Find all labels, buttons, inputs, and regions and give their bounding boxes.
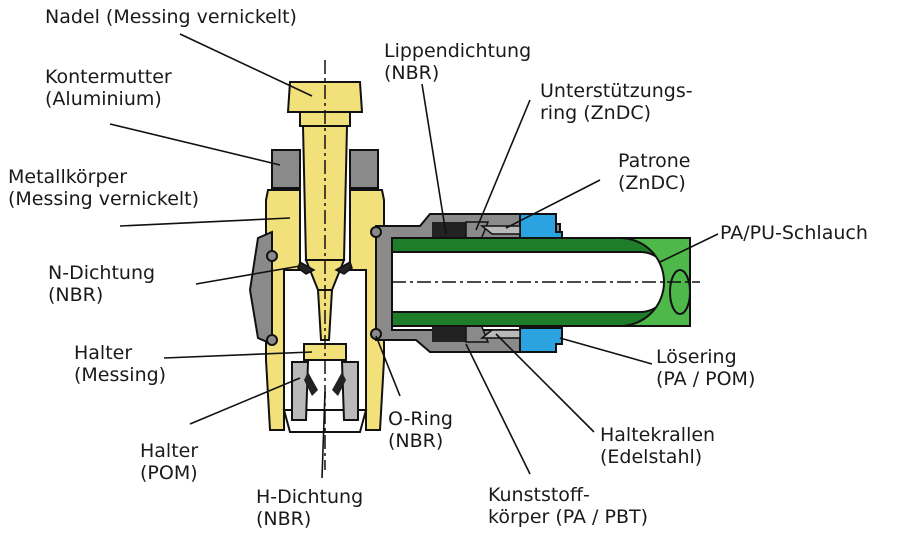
- needle-shaft: [301, 125, 349, 341]
- label-metallkoerper-line2: (Messing vernickelt): [8, 188, 200, 210]
- left-grey-bracket: [248, 230, 278, 346]
- h-seal: [304, 372, 346, 396]
- leader-o-ring: [375, 335, 401, 397]
- label-loesering-line1: Lösering: [656, 346, 737, 368]
- leader-nadel: [179, 33, 313, 97]
- leader-kunststoffkoerper: [465, 343, 531, 475]
- label-patrone-line2: (ZnDC): [618, 172, 686, 194]
- label-lippendichtung: Lippendichtung (NBR): [384, 40, 531, 84]
- label-o-ring-line2: (NBR): [388, 430, 444, 452]
- label-halter-pom-line2: (POM): [140, 462, 198, 484]
- label-metallkoerper: Metallkörper (Messing vernickelt): [8, 166, 199, 210]
- leader-halter-pom: [189, 377, 301, 425]
- lock-nut: [271, 149, 379, 189]
- leader-unterstuetzungsring: [475, 99, 531, 231]
- label-halter-pom: Halter (POM): [140, 440, 198, 484]
- label-o-ring-line1: O-Ring: [388, 408, 453, 430]
- label-halter-pom-line1: Halter: [140, 440, 199, 462]
- label-kunststoffkoerper: Kunststoff- körper (PA / PBT): [488, 484, 648, 528]
- leader-kontermutter: [109, 123, 281, 166]
- leader-patrone: [505, 179, 601, 229]
- label-loesering: Lösering (PA / POM): [656, 346, 755, 390]
- label-unterstuetzungsring-line1: Unterstützungs-: [540, 80, 693, 102]
- leader-halter-messing: [163, 351, 313, 359]
- label-nadel-line1: Nadel (Messing vernickelt): [45, 6, 297, 28]
- holder-pom: [291, 361, 359, 421]
- label-kontermutter: Kontermutter (Aluminium): [45, 66, 172, 110]
- label-halter-messing-line1: Halter: [74, 342, 133, 364]
- label-n-dichtung: N-Dichtung (NBR): [48, 262, 155, 306]
- label-n-dichtung-line1: N-Dichtung: [48, 262, 156, 284]
- label-unterstuetzungsring: Unterstützungs- ring (ZnDC): [540, 80, 693, 124]
- label-patrone: Patrone (ZnDC): [618, 150, 690, 194]
- tube: [391, 237, 700, 327]
- label-schlauch: PA/PU-Schlauch: [720, 222, 868, 244]
- label-patrone-line1: Patrone: [618, 150, 691, 172]
- label-kontermutter-line2: (Aluminium): [45, 88, 162, 110]
- leader-h-dichtung: [321, 391, 326, 479]
- label-o-ring: O-Ring (NBR): [388, 408, 453, 452]
- label-haltekrallen: Haltekrallen (Edelstahl): [600, 424, 715, 468]
- leader-haltekrallen: [495, 333, 595, 433]
- leader-metallkoerper: [119, 217, 291, 227]
- leader-lippendichtung: [421, 83, 447, 235]
- label-unterstuetzungsring-line2: ring (ZnDC): [540, 102, 652, 124]
- label-h-dichtung-line2: (NBR): [256, 508, 312, 530]
- label-schlauch-line1: PA/PU-Schlauch: [720, 222, 868, 244]
- label-halter-messing-line2: (Messing): [74, 364, 167, 386]
- label-kunststoffkoerper-line1: Kunststoff-: [488, 484, 590, 506]
- label-lippendichtung-line2: (NBR): [384, 62, 440, 84]
- label-halter-messing: Halter (Messing): [74, 342, 166, 386]
- leader-schlauch: [659, 233, 719, 263]
- label-kontermutter-line1: Kontermutter: [45, 66, 172, 88]
- label-lippendichtung-line1: Lippendichtung: [384, 40, 532, 62]
- label-n-dichtung-line2: (NBR): [48, 284, 104, 306]
- label-metallkoerper-line1: Metallkörper: [8, 166, 128, 188]
- label-h-dichtung-line1: H-Dichtung: [256, 486, 364, 508]
- label-haltekrallen-line1: Haltekrallen: [600, 424, 716, 446]
- o-ring-seal: [370, 226, 382, 340]
- holder-brass: [303, 343, 347, 361]
- leader-loesering: [559, 337, 653, 365]
- label-nadel: Nadel (Messing vernickelt): [45, 6, 297, 28]
- leader-lines: [109, 33, 719, 479]
- label-loesering-line2: (PA / POM): [656, 368, 756, 390]
- label-haltekrallen-line2: (Edelstahl): [600, 446, 703, 468]
- label-kunststoffkoerper-line2: körper (PA / PBT): [488, 506, 649, 528]
- label-h-dichtung: H-Dichtung (NBR): [256, 486, 363, 530]
- leader-n-dichtung: [195, 265, 301, 285]
- retaining-claws: [479, 225, 521, 339]
- release-ring: [519, 213, 563, 353]
